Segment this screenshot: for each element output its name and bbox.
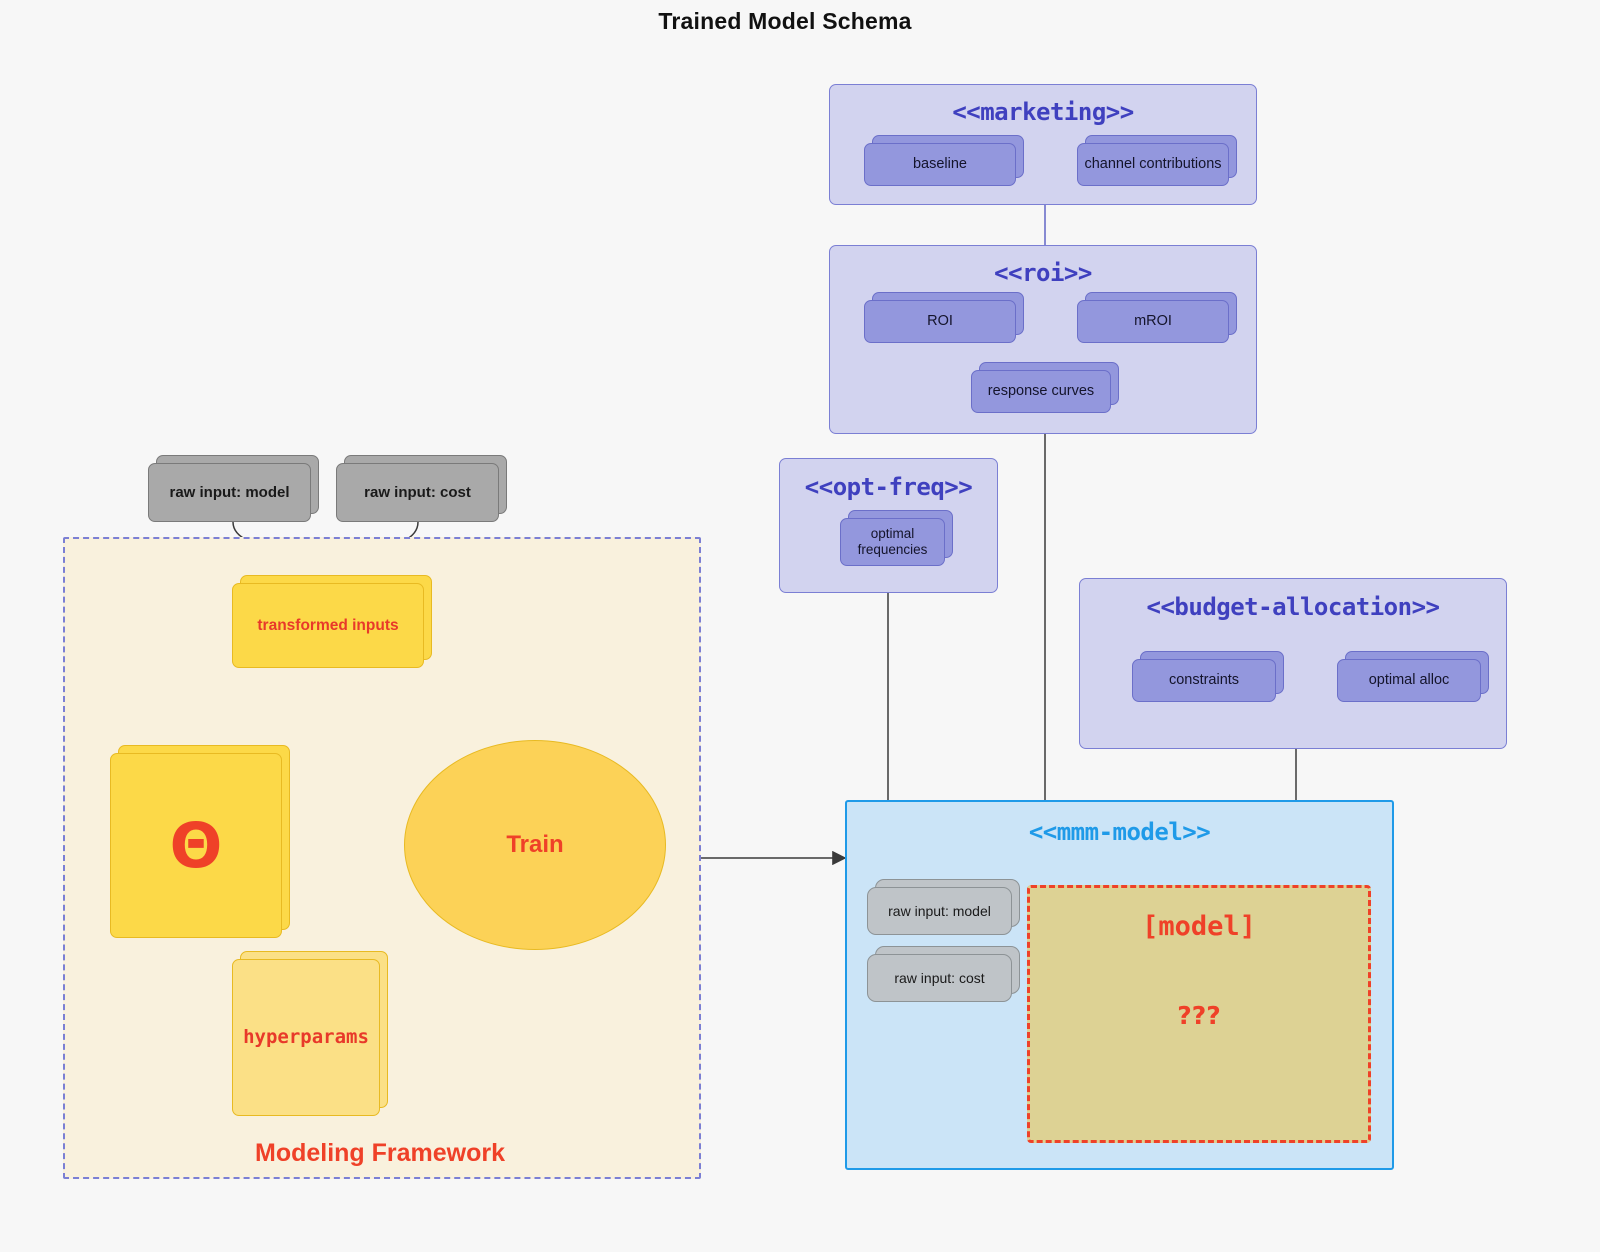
package-roi-title: <<roi>>	[994, 259, 1092, 287]
node-roi-label: ROI	[864, 300, 1016, 343]
node-channel-contributions[interactable]: channel contributions	[1077, 135, 1237, 186]
package-marketing[interactable]: <<marketing>> baseline channel contribut…	[829, 84, 1257, 205]
node-mmm-raw-input-model[interactable]: raw input: model	[867, 879, 1020, 935]
node-train[interactable]: Train	[404, 740, 666, 950]
node-baseline[interactable]: baseline	[864, 135, 1024, 186]
node-raw-input-model-label: raw input: model	[148, 463, 311, 522]
node-raw-input-model[interactable]: raw input: model	[148, 455, 319, 522]
node-theta-value: Θ	[110, 753, 282, 938]
theta-glyph: Θ	[169, 808, 223, 882]
model-unknown-label: ???	[1177, 1001, 1221, 1030]
node-mmm-raw-input-model-label: raw input: model	[867, 887, 1012, 935]
node-channel-contributions-label: channel contributions	[1077, 143, 1229, 186]
node-constraints-label: constraints	[1132, 659, 1276, 702]
model-placeholder-label: [model]	[1142, 911, 1256, 942]
package-opt-freq[interactable]: <<opt-freq>> optimal frequencies	[779, 458, 998, 593]
node-transformed-inputs-label: transformed inputs	[232, 583, 424, 668]
node-roi[interactable]: ROI	[864, 292, 1024, 343]
node-raw-input-cost[interactable]: raw input: cost	[336, 455, 507, 522]
page-title: Trained Model Schema	[658, 8, 912, 34]
package-opt-freq-title: <<opt-freq>>	[804, 473, 973, 501]
node-baseline-label: baseline	[864, 143, 1016, 186]
node-hyperparams-label: hyperparams	[232, 959, 380, 1116]
node-optimal-frequencies[interactable]: optimal frequencies	[840, 510, 953, 566]
package-budget-allocation-title: <<budget-allocation>>	[1146, 593, 1440, 621]
node-mmm-raw-input-cost-label: raw input: cost	[867, 954, 1012, 1002]
node-response-curves-label: response curves	[971, 370, 1111, 413]
package-mmm-model[interactable]: <<mmm-model>> raw input: model raw input…	[845, 800, 1394, 1170]
node-hyperparams[interactable]: hyperparams	[232, 951, 388, 1116]
node-optimal-alloc-label: optimal alloc	[1337, 659, 1481, 702]
package-marketing-title: <<marketing>>	[952, 98, 1134, 126]
node-raw-input-cost-label: raw input: cost	[336, 463, 499, 522]
node-transformed-inputs[interactable]: transformed inputs	[232, 575, 432, 668]
node-mroi-label: mROI	[1077, 300, 1229, 343]
node-theta[interactable]: Θ	[110, 745, 290, 938]
node-mroi[interactable]: mROI	[1077, 292, 1237, 343]
package-mmm-model-title: <<mmm-model>>	[1028, 818, 1211, 846]
node-mmm-raw-input-cost[interactable]: raw input: cost	[867, 946, 1020, 1002]
package-budget-allocation[interactable]: <<budget-allocation>> constraints optima…	[1079, 578, 1507, 749]
node-optimal-alloc[interactable]: optimal alloc	[1337, 651, 1489, 702]
modeling-framework-label: Modeling Framework	[255, 1139, 506, 1167]
node-constraints[interactable]: constraints	[1132, 651, 1284, 702]
node-response-curves[interactable]: response curves	[971, 362, 1119, 413]
model-placeholder-box[interactable]: [model] ???	[1027, 885, 1371, 1143]
package-roi[interactable]: <<roi>> ROI mROI response curves	[829, 245, 1257, 434]
node-optimal-frequencies-label: optimal frequencies	[840, 518, 945, 566]
node-train-label: Train	[506, 831, 564, 858]
